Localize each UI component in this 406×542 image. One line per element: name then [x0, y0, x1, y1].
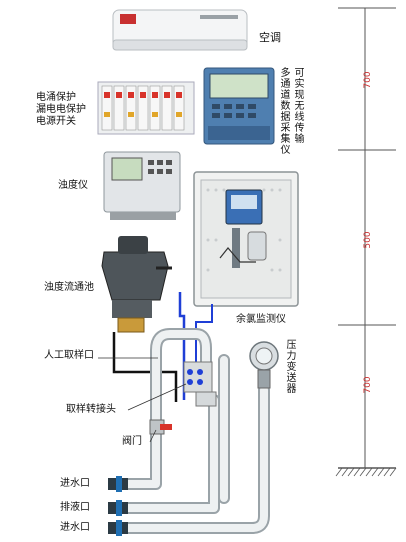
label-valve: 阀门 — [122, 436, 142, 447]
label-flow-cell: 浊度流通池 — [44, 282, 94, 293]
port-connectors — [108, 476, 128, 536]
label-inlet-bottom: 进水口 — [60, 522, 90, 533]
pipe-network — [120, 328, 270, 534]
label-collector-a: 多通道数据采集仪 — [280, 68, 291, 156]
air-conditioner — [112, 9, 248, 51]
label-breaker-line-3: 电源开关 — [36, 116, 76, 127]
tee-fitting — [195, 391, 217, 407]
breaker-panel — [97, 81, 195, 135]
label-breaker-line-1: 电涌保护 — [36, 92, 76, 103]
dimension-700-top: 700 — [363, 71, 373, 88]
label-sampling-adapter: 取样转接头 — [66, 404, 116, 415]
label-chlorine-monitor: 余氯监测仪 — [236, 314, 286, 325]
label-drain: 排液口 — [60, 502, 90, 513]
label-collector-b: 可实现无线传输 — [294, 68, 305, 145]
leader-lines — [98, 357, 187, 443]
turbidity-meter — [103, 151, 181, 220]
data-collector — [203, 67, 275, 145]
label-aircon: 空调 — [259, 31, 281, 44]
label-pressure-transmitter: 压力变送器 — [286, 340, 297, 395]
pressure-transmitter — [249, 341, 279, 389]
dimension-500: 500 — [363, 231, 373, 248]
valve — [149, 419, 172, 435]
sampling-adapter — [183, 361, 213, 393]
dimension-scale — [335, 7, 397, 477]
chlorine-monitor — [193, 171, 299, 307]
label-breaker-line-2: 漏电电保护 — [36, 104, 86, 115]
label-manual-sampling: 人工取样口 — [44, 350, 94, 361]
label-turbidity-meter: 浊度仪 — [58, 180, 88, 191]
signal-cables — [112, 292, 213, 402]
dimension-700-bottom: 700 — [363, 376, 373, 393]
label-inlet-top: 进水口 — [60, 478, 90, 489]
turbidity-flow-cell — [101, 236, 172, 333]
